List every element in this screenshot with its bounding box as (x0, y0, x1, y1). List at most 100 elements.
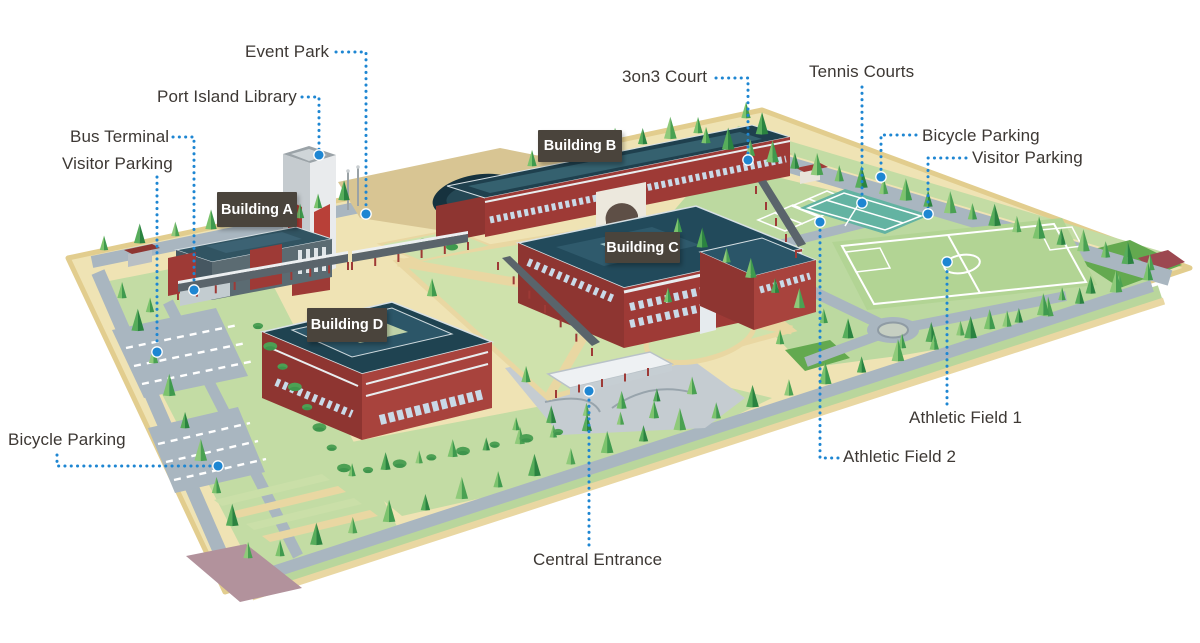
tree (1016, 215, 1022, 233)
tree (905, 178, 913, 201)
tree (728, 127, 735, 150)
colonnade-post (591, 348, 593, 356)
tree (752, 384, 759, 408)
tree (426, 278, 432, 297)
tree (420, 493, 426, 511)
tree (225, 503, 233, 527)
tree (316, 522, 323, 546)
tree (180, 411, 185, 429)
tree (104, 235, 109, 251)
tree (775, 278, 780, 293)
tree (482, 437, 487, 451)
tree (380, 452, 386, 471)
building-d-badge: Building D (307, 308, 387, 342)
tree (790, 152, 795, 169)
tree (452, 439, 458, 458)
tree (638, 425, 644, 442)
tree (527, 149, 532, 167)
tree (686, 376, 692, 395)
tree (1058, 287, 1062, 301)
bush (303, 407, 311, 411)
tree (972, 203, 978, 220)
tree (1032, 216, 1039, 239)
tree (1048, 296, 1054, 317)
tree (243, 541, 248, 559)
colonnade-post (467, 242, 469, 250)
colonnade-post (420, 250, 423, 258)
tree (897, 339, 905, 362)
tree (706, 126, 711, 144)
tree (216, 476, 222, 494)
tree (133, 223, 140, 244)
tree (616, 390, 622, 409)
tree (1109, 270, 1116, 293)
central-entrance-gate (546, 351, 675, 395)
bush (327, 447, 336, 451)
tree (300, 203, 305, 219)
bicycle-parking-lot (148, 407, 267, 493)
bush (314, 427, 325, 432)
tree (1121, 241, 1128, 265)
tree (512, 417, 516, 431)
tree (620, 411, 625, 425)
tree (1127, 241, 1135, 265)
tree (122, 281, 127, 299)
tree (145, 297, 150, 313)
tree (139, 223, 146, 244)
tree (313, 193, 318, 209)
tree (175, 221, 180, 237)
building-a-badge: Building A (217, 192, 297, 227)
tree (775, 329, 780, 345)
tree (425, 493, 431, 511)
tree (582, 402, 587, 416)
tree (1014, 307, 1019, 323)
tree (679, 407, 687, 431)
tree (772, 140, 779, 163)
tree (983, 309, 990, 330)
tree (581, 413, 587, 432)
tree (200, 438, 208, 462)
tree (693, 116, 698, 134)
bush (427, 457, 436, 461)
tree (670, 116, 677, 140)
tree (745, 257, 751, 278)
tree (171, 221, 176, 237)
tree (823, 308, 828, 324)
tree (716, 402, 721, 419)
tree (701, 126, 706, 144)
tree (637, 127, 643, 145)
leader-bicycle-parking-left (55, 453, 224, 472)
tree (1006, 310, 1012, 327)
building-c-badge: Building C (605, 232, 680, 263)
leader-port-island-library (300, 95, 325, 161)
tree (696, 227, 703, 248)
tree (943, 191, 951, 214)
tree (1061, 228, 1066, 246)
tree (549, 424, 554, 438)
tree (486, 437, 490, 451)
tree (211, 476, 217, 494)
leader-bicycle-parking-right (875, 133, 918, 183)
tree (1148, 262, 1154, 281)
tree (856, 356, 862, 373)
colonnade-post (647, 368, 649, 376)
tree (99, 235, 104, 251)
colonnade-post (765, 202, 767, 210)
tree (855, 165, 862, 189)
bush (278, 366, 287, 370)
tree (956, 320, 961, 336)
tree (784, 379, 789, 396)
tree (692, 376, 698, 395)
tree (702, 227, 708, 248)
tree (1062, 287, 1066, 301)
athletic-field-1 (832, 218, 1097, 310)
colonnade-post (785, 234, 787, 242)
tree (516, 417, 520, 431)
tree (653, 388, 657, 402)
label-3on3-court: 3on3 Court (622, 67, 708, 86)
bush (338, 468, 350, 473)
colonnade-post (755, 186, 757, 194)
tree (925, 321, 932, 343)
colonnade-post (290, 272, 293, 280)
